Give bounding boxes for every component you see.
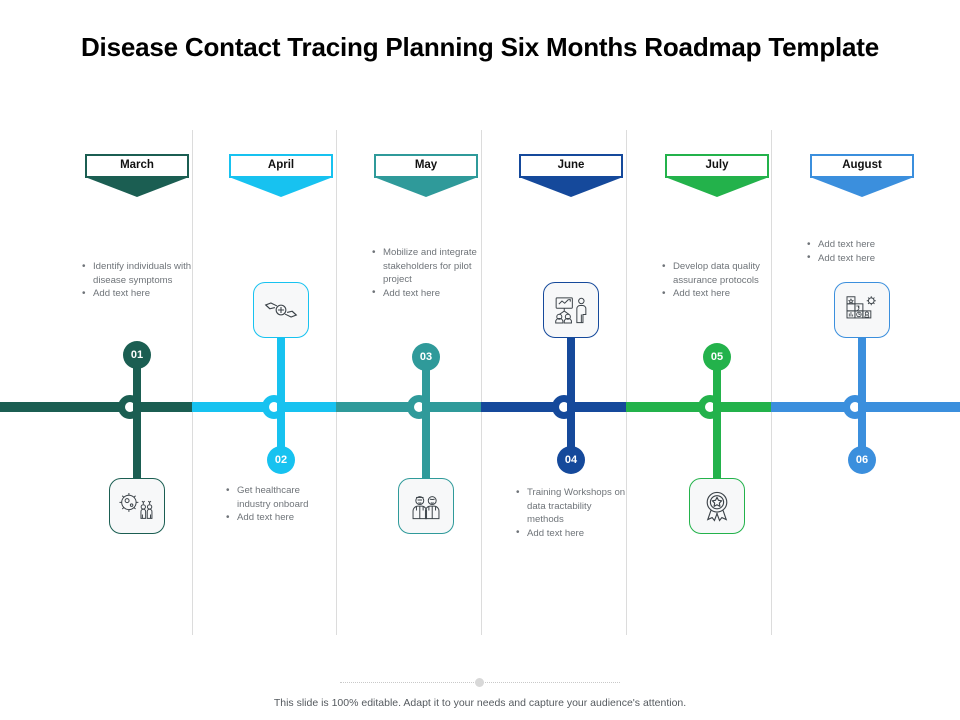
footer-note: This slide is 100% editable. Adapt it to… [273, 697, 687, 709]
month-banner-june[interactable]: June [519, 154, 623, 197]
column-separator-2 [336, 130, 337, 635]
bullet-item: Add text here [224, 511, 336, 525]
footer-dot-icon [475, 678, 484, 687]
description-july: Develop data quality assurance protocols… [660, 259, 772, 301]
description-august: Add text hereAdd text here [805, 238, 917, 265]
month-label-may: May [414, 159, 438, 172]
month-label-april: April [267, 159, 295, 172]
modules-gear-grid-icon [844, 295, 880, 325]
month-banner-chevron-april [229, 177, 333, 197]
icon-tile-july[interactable] [689, 478, 745, 534]
description-april: Get healthcare industry onboardAdd text … [224, 483, 336, 525]
quality-award-badge-icon [699, 490, 735, 522]
milestone-number-label-may: 03 [419, 350, 433, 363]
icon-tile-march[interactable] [109, 478, 165, 534]
milestone-number-may[interactable]: 03 [412, 343, 440, 371]
connector-stem-lower-april [277, 407, 285, 460]
milestone-number-august[interactable]: 06 [848, 446, 876, 474]
month-banner-box-june: June [519, 154, 623, 178]
column-separator-1 [192, 130, 193, 635]
bullet-list-march: Identify individuals with disease sympto… [80, 259, 192, 301]
bullet-list-may: Mobilize and integrate stakeholders for … [370, 246, 482, 300]
month-banner-chevron-march [85, 177, 189, 197]
bullet-item: Add text here [805, 238, 917, 252]
icon-tile-june[interactable] [543, 282, 599, 338]
bullet-item: Training Workshops on data tractability … [514, 486, 626, 527]
bullet-list-august: Add text hereAdd text here [805, 238, 917, 265]
bullet-item: Identify individuals with disease sympto… [80, 259, 192, 287]
month-banner-chevron-july [665, 177, 769, 197]
icon-tile-april[interactable] [253, 282, 309, 338]
month-banner-box-may: May [374, 154, 478, 178]
bullet-list-june: Training Workshops on data tractability … [514, 486, 626, 540]
month-banner-may[interactable]: May [374, 154, 478, 197]
two-stakeholders-icon [408, 491, 444, 521]
connector-stem-upper-august [858, 338, 866, 407]
milestone-number-april[interactable]: 02 [267, 446, 295, 474]
bullet-item: Develop data quality assurance protocols [660, 259, 772, 287]
connector-stem-lower-may [422, 407, 430, 478]
column-separator-3 [481, 130, 482, 635]
month-banner-chevron-august [810, 177, 914, 197]
month-banner-box-april: April [229, 154, 333, 178]
bullet-list-april: Get healthcare industry onboardAdd text … [224, 483, 336, 525]
bullet-item: Add text here [80, 287, 192, 301]
month-banner-chevron-june [519, 177, 623, 197]
description-may: Mobilize and integrate stakeholders for … [370, 246, 482, 300]
month-label-june: June [557, 159, 585, 172]
hands-care-cross-icon [263, 295, 299, 325]
column-separator-4 [626, 130, 627, 635]
description-june: Training Workshops on data tractability … [514, 486, 626, 540]
month-banner-march[interactable]: March [85, 154, 189, 197]
milestone-number-label-june: 04 [564, 453, 578, 466]
milestone-number-label-july: 05 [710, 350, 724, 363]
page-title: Disease Contact Tracing Planning Six Mon… [80, 32, 879, 62]
training-presentation-icon [553, 295, 589, 325]
bullet-list-july: Develop data quality assurance protocols… [660, 259, 772, 301]
connector-stem-lower-march [133, 407, 141, 478]
connector-stem-upper-june [567, 338, 575, 407]
month-banner-august[interactable]: August [810, 154, 914, 197]
bullet-item: Get healthcare industry onboard [224, 483, 336, 511]
description-march: Identify individuals with disease sympto… [80, 259, 192, 301]
milestone-number-label-march: 01 [130, 348, 144, 361]
milestone-number-label-august: 06 [855, 453, 869, 466]
month-label-august: August [842, 159, 882, 172]
bullet-item: Add text here [805, 251, 917, 266]
icon-tile-august[interactable] [834, 282, 890, 338]
month-banner-april[interactable]: April [229, 154, 333, 197]
bullet-item: Add text here [370, 286, 482, 301]
connector-stem-upper-march [133, 355, 141, 407]
connector-stem-upper-may [422, 357, 430, 407]
bullet-item: Add text here [660, 287, 772, 301]
connector-stem-lower-june [567, 407, 575, 460]
connector-stem-upper-april [277, 338, 285, 407]
month-label-july: July [705, 159, 729, 172]
month-banner-box-march: March [85, 154, 189, 178]
milestone-number-july[interactable]: 05 [703, 343, 731, 371]
column-separator-5 [771, 130, 772, 635]
connector-stem-upper-july [713, 357, 721, 407]
connector-stem-lower-july [713, 407, 721, 478]
month-banner-box-august: August [810, 154, 914, 178]
month-banner-july[interactable]: July [665, 154, 769, 197]
milestone-number-march[interactable]: 01 [123, 341, 151, 369]
month-label-march: March [120, 159, 154, 172]
bullet-item: Mobilize and integrate stakeholders for … [370, 246, 482, 287]
bullet-item: Add text here [514, 526, 626, 541]
milestone-number-label-april: 02 [274, 453, 288, 466]
milestone-number-june[interactable]: 04 [557, 446, 585, 474]
virus-people-icon [119, 491, 155, 521]
connector-stem-lower-august [858, 407, 866, 460]
month-banner-box-july: July [665, 154, 769, 178]
icon-tile-may[interactable] [398, 478, 454, 534]
timeline-segment-march [0, 402, 192, 412]
month-banner-chevron-may [374, 177, 478, 197]
